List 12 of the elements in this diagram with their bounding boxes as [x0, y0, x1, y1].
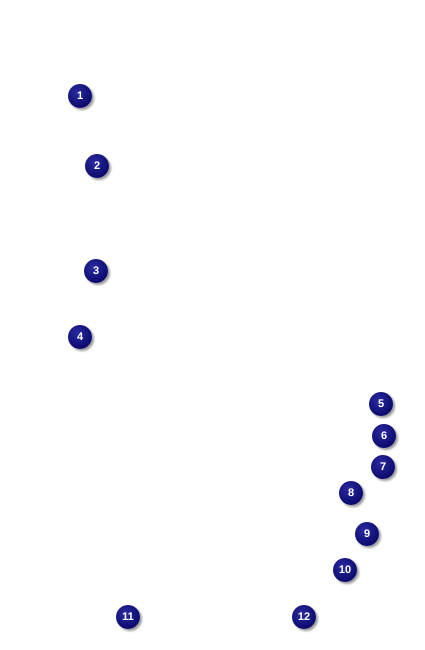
callout-number: 10	[333, 558, 357, 582]
callout-number: 5	[369, 392, 393, 416]
callout-number: 1	[68, 84, 92, 108]
callout-number: 6	[372, 424, 396, 448]
callout-number: 12	[292, 605, 316, 629]
callout-number: 9	[355, 522, 379, 546]
callout-number: 8	[339, 481, 363, 505]
callout-number: 3	[84, 259, 108, 283]
callout-number: 2	[85, 154, 109, 178]
callout-number: 4	[68, 325, 92, 349]
callout-number: 11	[116, 605, 140, 629]
callout-number: 7	[371, 455, 395, 479]
